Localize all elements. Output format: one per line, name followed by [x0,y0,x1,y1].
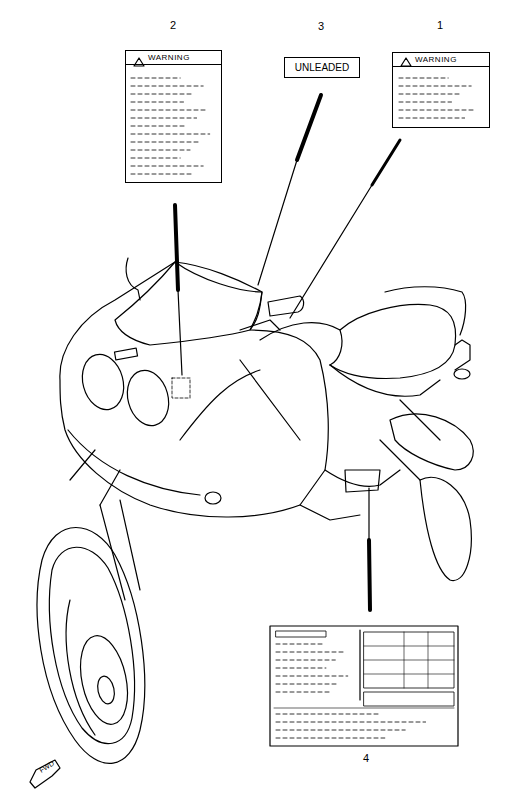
fairing [60,262,328,517]
placeholder-text-line [131,86,203,87]
callout-number: 1 [437,19,443,31]
warning-label: WARNING [125,50,222,183]
callout-number: 4 [363,752,369,764]
fwd-arrow [30,760,60,788]
headlight [121,366,174,430]
rear-wheel [420,477,471,580]
leader-line [175,95,400,610]
mirror [268,296,304,316]
placeholder-text-line [131,158,180,159]
placeholder-text-line [131,150,190,151]
windscreen [115,262,262,345]
placeholder-text-line [276,644,323,645]
label-heading: WARNING [393,53,489,67]
placeholder-text-line [131,134,210,135]
placeholder-text-line [399,78,448,79]
placeholder-text-line [276,684,338,685]
placeholder-text-line [131,142,200,143]
placeholder-text-line [131,118,197,119]
placeholder-text-line [399,118,465,119]
callout-number: 2 [170,19,176,31]
turn-signal [205,492,221,504]
placeholder-text-line [399,102,451,103]
placeholder-text-line [276,692,329,693]
label-heading: WARNING [126,51,221,65]
placeholder-text-line [276,660,335,661]
mirror [126,258,140,300]
placeholder-text-line [131,94,193,95]
placeholder-text-line [276,730,405,731]
warning-label: UNLEADED [284,57,360,78]
turn-signal [454,369,470,379]
emission-label [270,626,458,746]
placeholder-text-line [131,110,206,111]
fwd-mark: FWD [38,760,55,774]
placeholder-text-line [399,94,461,95]
front-wheel [37,528,145,764]
seat [260,287,470,379]
placeholder-text-line [131,126,187,127]
warning-triangle [401,58,411,66]
placeholder-text-line [131,166,203,167]
grab-rail [385,287,466,335]
label-heading: UNLEADED [285,58,359,77]
callout-number: 3 [318,20,324,32]
warning-label: WARNING [392,52,490,128]
muffler [390,414,473,470]
placeholder-text-line [276,668,326,669]
placeholder-text-line [131,174,193,175]
front-fork [100,500,140,600]
label-position [172,378,190,398]
placeholder-text-line [131,102,183,103]
engine [300,365,473,581]
placeholder-text-line [276,676,348,677]
placeholder-text-line [276,714,378,715]
placeholder-text-line [276,738,385,739]
placeholder-text-line [276,722,426,723]
placeholder-text-line [399,86,471,87]
placeholder-text-line [276,652,345,653]
handlebar [240,320,300,440]
placeholder-text-line [399,110,474,111]
placeholder-text-line [131,78,180,79]
